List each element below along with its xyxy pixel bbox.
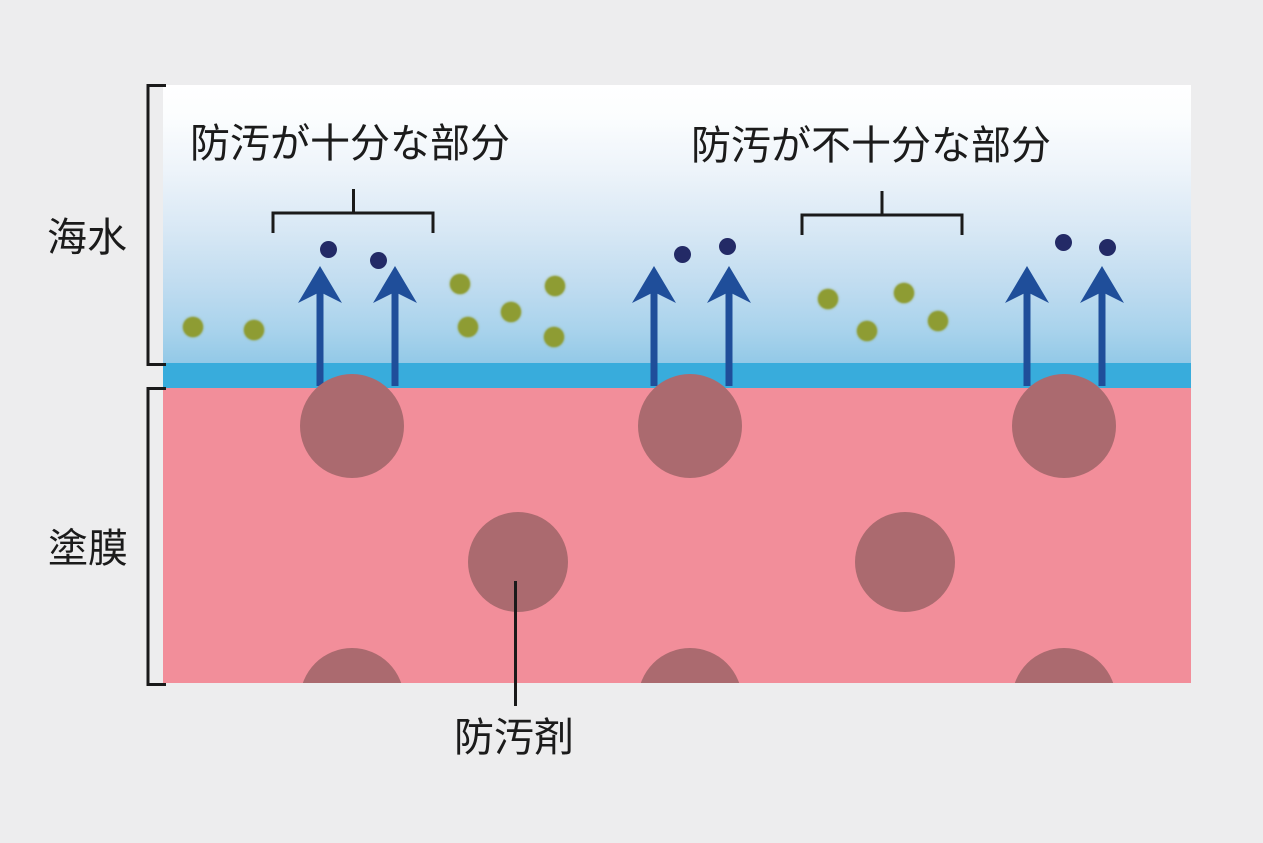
sufficient-zone-label: 防汚が十分な部分 [190, 122, 510, 166]
organism-dot [244, 320, 264, 340]
organism-dot [894, 283, 914, 303]
insufficient-zone-bracket [800, 191, 964, 235]
release-arrow [707, 266, 751, 386]
biocide-dot [1099, 239, 1116, 256]
organism-dot [501, 302, 521, 322]
biocide-dot [674, 246, 691, 263]
release-arrow [1005, 266, 1049, 386]
sufficient-zone-bracket [271, 189, 435, 233]
coating-film-label: 塗膜 [48, 527, 128, 571]
biocide-dot [320, 241, 337, 258]
agent-particle [638, 374, 742, 478]
biocide-dot [370, 252, 387, 269]
biocide-dot [1055, 234, 1072, 251]
organism-dot [818, 289, 838, 309]
release-arrow [1080, 266, 1124, 386]
organism-dot [544, 327, 564, 347]
agent-particle [1012, 374, 1116, 478]
agent-particle [468, 512, 568, 612]
seawater-bracket [146, 84, 166, 366]
seawater-label: 海水 [47, 216, 127, 260]
organism-dot [458, 317, 478, 337]
organism-dot [183, 317, 203, 337]
biocide-dot [719, 238, 736, 255]
insufficient-zone-label: 防汚が不十分な部分 [691, 124, 1051, 168]
organism-dot [450, 274, 470, 294]
release-arrow [632, 266, 676, 386]
coating-bracket [146, 387, 166, 686]
seawater-region [163, 85, 1191, 363]
organism-dot [928, 311, 948, 331]
release-arrow [298, 266, 342, 386]
antifouling-agent-label: 防汚剤 [454, 716, 574, 760]
agent-particle [300, 374, 404, 478]
antifouling-agent-leader-line [514, 581, 517, 706]
diagram-panel [163, 85, 1191, 683]
organism-dot [857, 321, 877, 341]
organism-dot [545, 276, 565, 296]
release-arrow [373, 266, 417, 386]
agent-particle [855, 512, 955, 612]
